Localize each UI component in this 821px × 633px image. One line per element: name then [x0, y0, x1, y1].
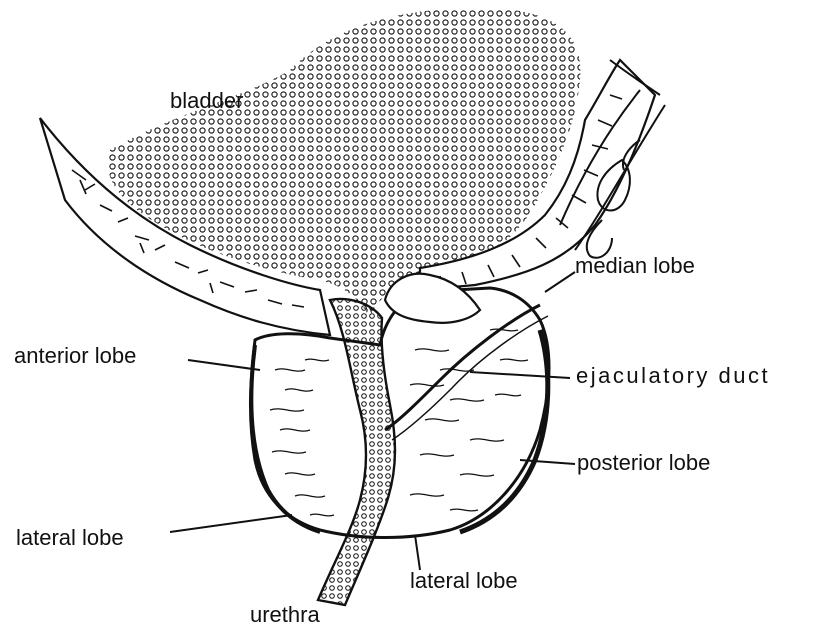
label-bladder: bladder — [170, 90, 243, 112]
label-lateral-lobe-right: lateral lobe — [410, 570, 518, 592]
label-urethra: urethra — [250, 604, 320, 626]
label-posterior-lobe: posterior lobe — [577, 452, 710, 474]
label-lateral-lobe-left: lateral lobe — [16, 527, 124, 549]
label-ejaculatory-duct: ejaculatory duct — [576, 365, 770, 387]
label-anterior-lobe: anterior lobe — [14, 345, 136, 367]
label-median-lobe: median lobe — [575, 255, 695, 277]
